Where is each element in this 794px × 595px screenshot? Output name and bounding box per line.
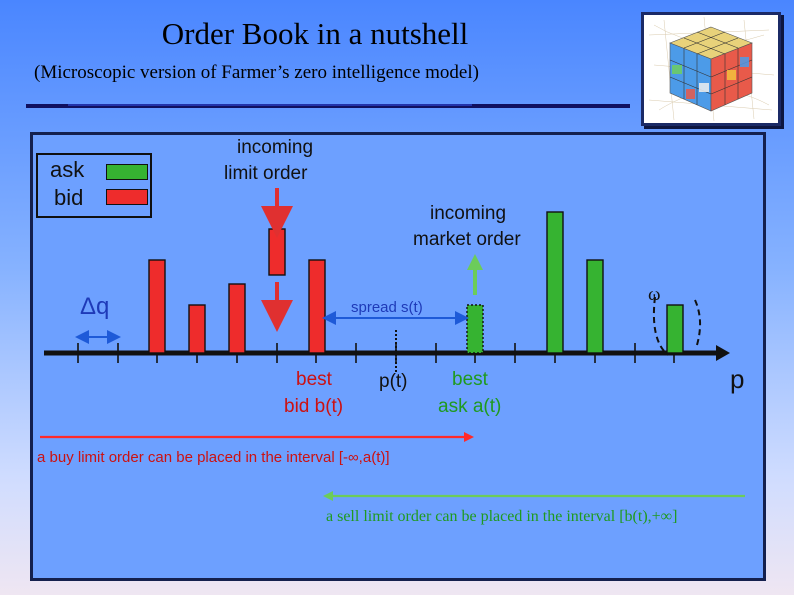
- incoming-market-arrowhead: [467, 254, 483, 270]
- sell-interval-arrowhead: [323, 491, 333, 501]
- incoming-market-label-2: market order: [413, 229, 521, 250]
- delta-q-label: Δq: [80, 293, 110, 320]
- buy-interval-label: a buy limit order can be placed in the i…: [37, 449, 390, 466]
- legend-ask-label: ask: [50, 157, 85, 182]
- ask-bar: [546, 211, 564, 354]
- cube-illustration: [648, 16, 775, 122]
- best-bid-label-2: bid b(t): [284, 396, 344, 417]
- best-ask-label-2: ask a(t): [438, 396, 502, 417]
- price-axis-label: p: [730, 364, 745, 394]
- legend-ask-swatch: [106, 164, 148, 180]
- best-bid-label-1: best: [296, 369, 332, 390]
- spread-label: spread s(t): [351, 299, 423, 316]
- best-ask-label-1: best: [452, 369, 488, 390]
- sell-interval-label: a sell limit order can be placed in the …: [326, 508, 678, 525]
- bid-bar: [228, 283, 246, 354]
- price-axis-arrowhead: [716, 345, 730, 361]
- diagram-panel: [30, 132, 766, 581]
- ask-bar: [666, 304, 684, 354]
- title-underline: [26, 104, 630, 108]
- best-ask-bar: [466, 304, 484, 354]
- legend-bid-swatch: [106, 189, 148, 205]
- buy-interval-arrowhead: [464, 432, 474, 442]
- incoming-limit-order-bar: [268, 228, 286, 276]
- bid-bar: [148, 259, 166, 354]
- best-bid-bar: [308, 259, 326, 354]
- slide-title: Order Book in a nutshell: [161, 16, 469, 51]
- cancellation-circle: [652, 296, 701, 356]
- title-underline-accent: [68, 104, 472, 106]
- legend-bid-label: bid: [54, 185, 84, 210]
- legend: ask bid: [36, 153, 152, 218]
- bid-bar: [188, 304, 206, 354]
- omega-label: ω: [648, 284, 661, 305]
- mid-price-label: p(t): [379, 371, 408, 392]
- slide-subtitle: (Microscopic version of Farmer’s zero in…: [34, 62, 479, 83]
- incoming-market-label-1: incoming: [430, 203, 507, 224]
- ask-bar: [586, 259, 604, 354]
- rubiks-cube-image: [641, 12, 781, 126]
- incoming-limit-label-1: incoming: [236, 137, 314, 158]
- incoming-limit-label-2: limit order: [224, 163, 308, 184]
